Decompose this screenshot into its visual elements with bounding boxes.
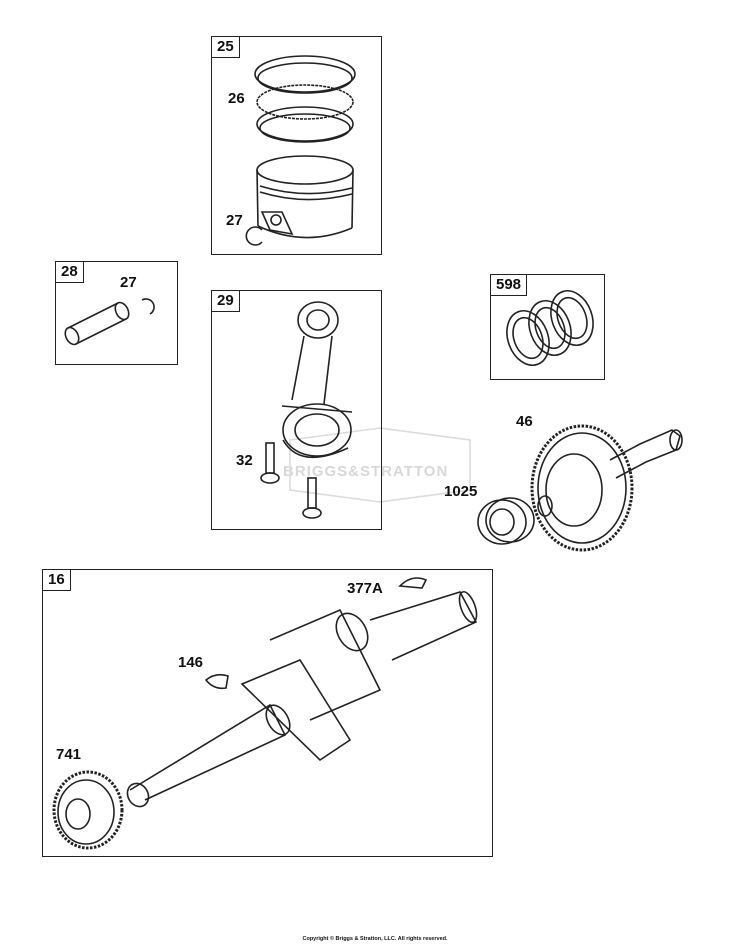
group-16-box: 16 xyxy=(42,569,493,857)
crank-gear xyxy=(52,770,124,850)
group-29-box: 29 xyxy=(211,290,382,530)
group-29-tag: 29 xyxy=(211,290,240,312)
piston-rings xyxy=(254,55,356,143)
callout-26: 26 xyxy=(228,90,245,107)
circlip-top xyxy=(245,226,263,246)
key-146 xyxy=(204,673,229,690)
watermark-outline xyxy=(289,427,471,503)
group-598-tag: 598 xyxy=(490,274,528,296)
callout-741: 741 xyxy=(56,746,82,763)
callout-32: 32 xyxy=(236,452,253,469)
crankshaft xyxy=(126,590,478,808)
callout-27-piston: 27 xyxy=(226,212,243,229)
piston xyxy=(256,155,354,239)
copyright-footer: Copyright © Briggs & Stratton, LLC. All … xyxy=(302,936,448,942)
piston-pin xyxy=(64,301,130,346)
callout-146: 146 xyxy=(178,654,204,671)
callout-27-pin: 27 xyxy=(120,274,137,291)
group-28-tag: 28 xyxy=(55,261,84,283)
connecting-rod xyxy=(281,301,353,459)
circlip-pin xyxy=(141,298,155,315)
group-28-box: 28 xyxy=(55,261,178,365)
group-25-tag: 25 xyxy=(211,36,240,58)
callout-377a: 377A xyxy=(347,580,383,597)
group-25-box: 25 xyxy=(211,36,382,255)
callout-1025: 1025 xyxy=(444,483,478,500)
watermark-text: BRIGGS&STRATTON xyxy=(283,463,449,480)
key-377a xyxy=(398,577,428,589)
group-598-box: 598 xyxy=(490,274,605,380)
callout-46: 46 xyxy=(516,413,533,430)
camshaft-gear xyxy=(530,424,683,552)
seal-rings xyxy=(506,290,594,366)
rod-bolts xyxy=(260,442,322,519)
group-16-tag: 16 xyxy=(42,569,71,591)
spacer-1025 xyxy=(477,497,535,545)
